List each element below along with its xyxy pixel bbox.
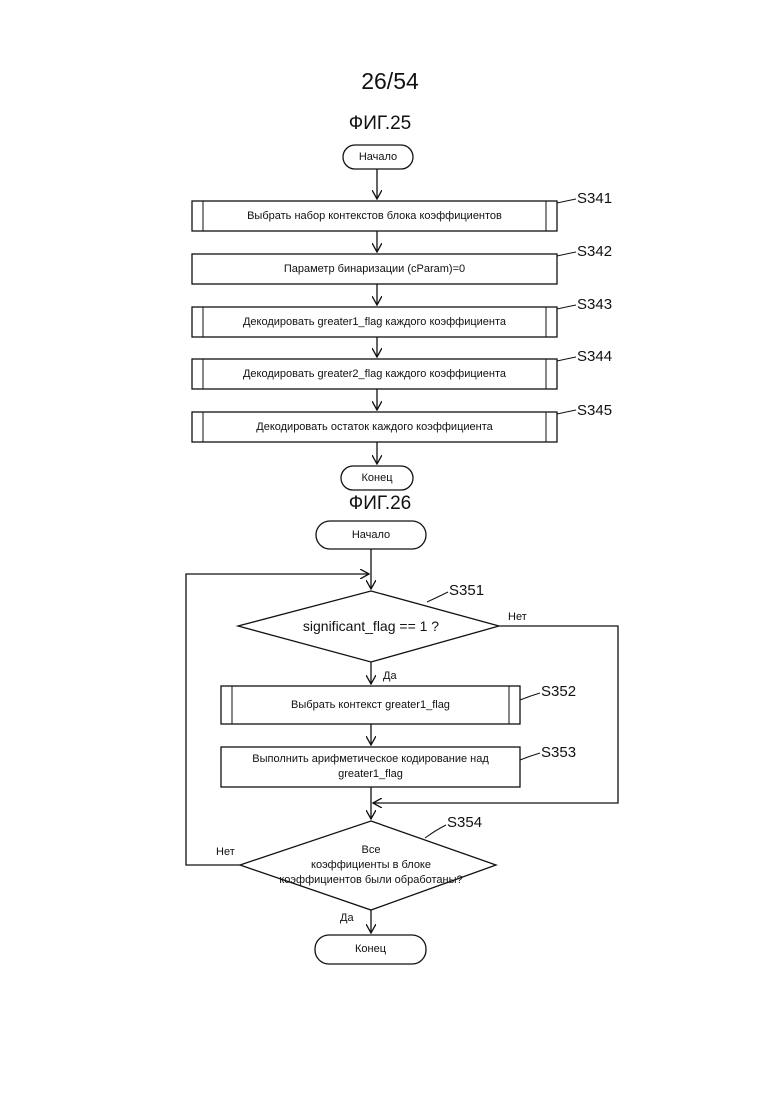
fig26-step-id-s351: S351: [449, 582, 484, 599]
fig26-decision-s351-text: significant_flag == 1 ?: [258, 612, 484, 640]
fig25-step-id-s343: S343: [577, 296, 612, 313]
fig26-s351-yes-label: Да: [383, 670, 397, 682]
fig26-s351-no-label: Нет: [508, 611, 527, 623]
fig25-step-s343-text: Декодировать greater1_flag каждого коэфф…: [203, 307, 546, 337]
fig25-title: ФИГ.25: [0, 113, 760, 135]
fig25-step-id-s342: S342: [577, 243, 612, 260]
fig25-step-id-s345: S345: [577, 402, 612, 419]
fig26-step-s352-text: Выбрать контекст greater1_flag: [232, 686, 509, 724]
fig25-step-id-s341: S341: [577, 190, 612, 207]
fig26-decision-s354-line3: коэффициентов были обработаны?: [279, 873, 462, 888]
fig26-step-id-s353: S353: [541, 744, 576, 761]
fig25-end-label: Конец: [341, 466, 413, 490]
fig26-s354-yes-label: Да: [340, 912, 354, 924]
fig26-decision-s354-line2: коэффициенты в блоке: [311, 858, 431, 873]
fig26-step-s353-line1: Выполнить арифметическое кодирование над: [252, 752, 489, 767]
fig25-step-s344-text: Декодировать greater2_flag каждого коэфф…: [203, 359, 546, 389]
fig26-title: ФИГ.26: [0, 493, 760, 515]
fig26-start-label: Начало: [316, 521, 426, 549]
fig26-decision-s354-line1: Все: [362, 843, 381, 858]
fig25-start-label: Начало: [343, 145, 413, 169]
fig25-step-s342-text: Параметр бинаризации (cParam)=0: [192, 254, 557, 284]
fig26-decision-s354-text: Все коэффициенты в блоке коэффициентов б…: [268, 838, 474, 892]
fig26-step-id-s354: S354: [447, 814, 482, 831]
fig25-step-s345-text: Декодировать остаток каждого коэффициент…: [203, 412, 546, 442]
page-number: 26/54: [0, 68, 780, 95]
fig26-s354-no-label: Нет: [216, 846, 235, 858]
fig26-end-label: Конец: [315, 935, 426, 964]
fig26-step-s353-line2: greater1_flag: [338, 767, 403, 782]
fig25-step-id-s344: S344: [577, 348, 612, 365]
fig26-step-id-s352: S352: [541, 683, 576, 700]
fig26-step-s353-text: Выполнить арифметическое кодирование над…: [221, 747, 520, 787]
fig25-step-s341-text: Выбрать набор контекстов блока коэффицие…: [203, 201, 546, 231]
